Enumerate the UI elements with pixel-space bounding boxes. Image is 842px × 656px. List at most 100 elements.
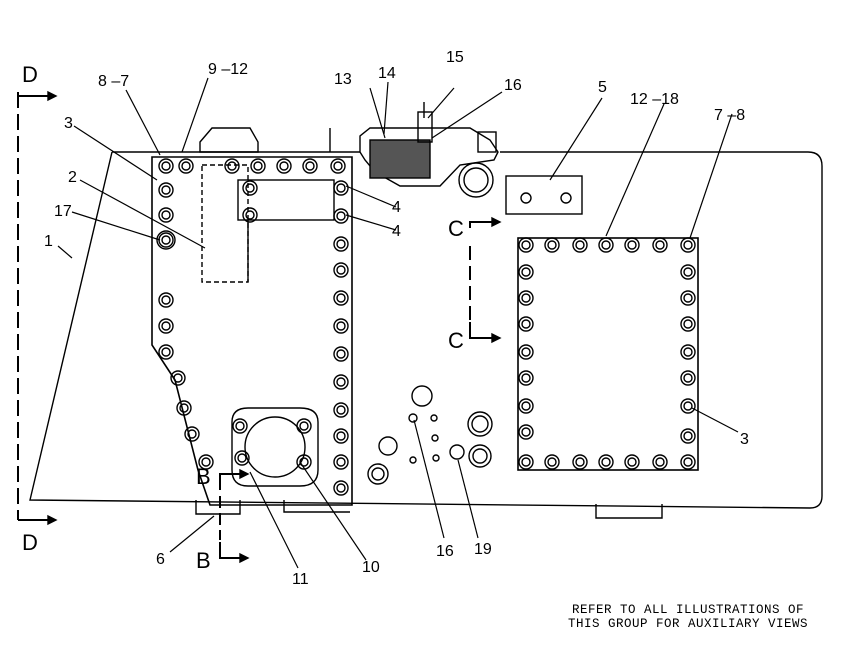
- bolt-hex: [521, 427, 531, 437]
- section-c-arrow-top: [469, 221, 492, 228]
- bolt-hex: [333, 161, 343, 171]
- callout-3-left: 3: [64, 115, 73, 132]
- callout-9-12: 9 –12: [208, 61, 248, 78]
- bolt-head: [572, 454, 588, 470]
- callout-4-lower: 4: [392, 223, 401, 240]
- bolt-hex: [336, 483, 346, 493]
- section-b-arrow-top: [219, 473, 240, 490]
- bolt-hex: [627, 240, 637, 250]
- bolt-head: [184, 426, 200, 442]
- bolt-hex: [161, 185, 171, 195]
- bolt-head: [224, 158, 240, 174]
- top-bracket: [199, 127, 259, 153]
- top-boss: [477, 131, 497, 153]
- bolt-head: [198, 454, 214, 470]
- bolt-hex: [336, 293, 346, 303]
- bolt-head: [680, 316, 696, 332]
- bolt-head: [624, 237, 640, 253]
- callout-15: 15: [446, 49, 464, 66]
- bolt-head: [333, 480, 349, 496]
- callout-5: 5: [598, 79, 607, 96]
- left-cover-plate: [151, 156, 353, 506]
- bolt-hex: [683, 347, 693, 357]
- bolt-head: [330, 158, 346, 174]
- bolt-hex: [336, 349, 346, 359]
- callout-16-top: 16: [504, 77, 522, 94]
- bolt-head: [518, 398, 534, 414]
- bolt-hex: [336, 431, 346, 441]
- section-c-arrow-bottom: [469, 322, 492, 339]
- bolt-hex: [655, 240, 665, 250]
- bolt-hex: [336, 183, 346, 193]
- bolt-head: [333, 180, 349, 196]
- plate-5: [505, 175, 583, 215]
- bolt-head: [296, 418, 312, 434]
- bolt-head: [242, 207, 258, 223]
- bolt-hex: [521, 457, 531, 467]
- bolt-hex: [336, 405, 346, 415]
- section-letter-d-top: D: [22, 62, 38, 87]
- bolt-hex: [253, 161, 263, 171]
- bolt-hex: [336, 239, 346, 249]
- callout-2: 2: [68, 169, 77, 186]
- bolt-head: [518, 290, 534, 306]
- bolt-head: [158, 158, 174, 174]
- bolt-hex: [521, 240, 531, 250]
- bolt-hex: [161, 321, 171, 331]
- bolt-head: [276, 158, 292, 174]
- bolt-hex: [336, 211, 346, 221]
- section-letters: D D C C B B: [22, 62, 464, 573]
- bolt-head: [680, 344, 696, 360]
- bolt-group: [156, 158, 696, 496]
- bolt-head: [518, 344, 534, 360]
- bolt-head: [234, 450, 250, 466]
- bolt-hex: [173, 373, 183, 383]
- bolt-head: [544, 237, 560, 253]
- bolt-hex: [235, 421, 245, 431]
- dashed-part-2: [201, 164, 249, 283]
- bolt-head: [242, 180, 258, 196]
- bolt-hex: [601, 457, 611, 467]
- bolt-head: [680, 264, 696, 280]
- bolt-hex: [683, 319, 693, 329]
- leader-lines: [57, 77, 739, 569]
- bottom-foot-right: [595, 504, 663, 519]
- bolt-hex: [336, 457, 346, 467]
- bolt-head: [333, 236, 349, 252]
- bolt-hex: [547, 457, 557, 467]
- bolt-head: [680, 428, 696, 444]
- bolt-head: [652, 454, 668, 470]
- bolt-hex: [683, 267, 693, 277]
- bolt-head: [333, 428, 349, 444]
- bolt-hex: [187, 429, 197, 439]
- auxiliary-views-note: REFER TO ALL ILLUSTRATIONS OF THIS GROUP…: [548, 603, 828, 631]
- bolt-head: [333, 208, 349, 224]
- section-letter-c-bottom: C: [448, 328, 464, 353]
- bolt-hex: [655, 457, 665, 467]
- bottom-foot-left: [195, 500, 241, 515]
- bolt-head: [652, 237, 668, 253]
- bolt-head: [333, 346, 349, 362]
- bolt-hex: [161, 210, 171, 220]
- bolt-hex: [683, 401, 693, 411]
- bolt-head: [680, 398, 696, 414]
- bolt-head: [518, 264, 534, 280]
- flange: [231, 407, 319, 487]
- bolt-hex: [521, 347, 531, 357]
- bolt-hex: [575, 457, 585, 467]
- section-letter-b-bottom: B: [196, 548, 211, 573]
- callout-8-7-left: 8 –7: [98, 73, 129, 90]
- bolt-head: [158, 292, 174, 308]
- fitting-f: [367, 463, 389, 485]
- bolt-head: [680, 290, 696, 306]
- bolt-head: [518, 316, 534, 332]
- bolt-hex: [201, 457, 211, 467]
- bolt-head: [518, 424, 534, 440]
- bolt-head: [158, 232, 174, 248]
- bolt-hex: [161, 161, 171, 171]
- bolt-head: [158, 207, 174, 223]
- callout-3-right: 3: [740, 431, 749, 448]
- bottom-foot-mid: [283, 500, 350, 513]
